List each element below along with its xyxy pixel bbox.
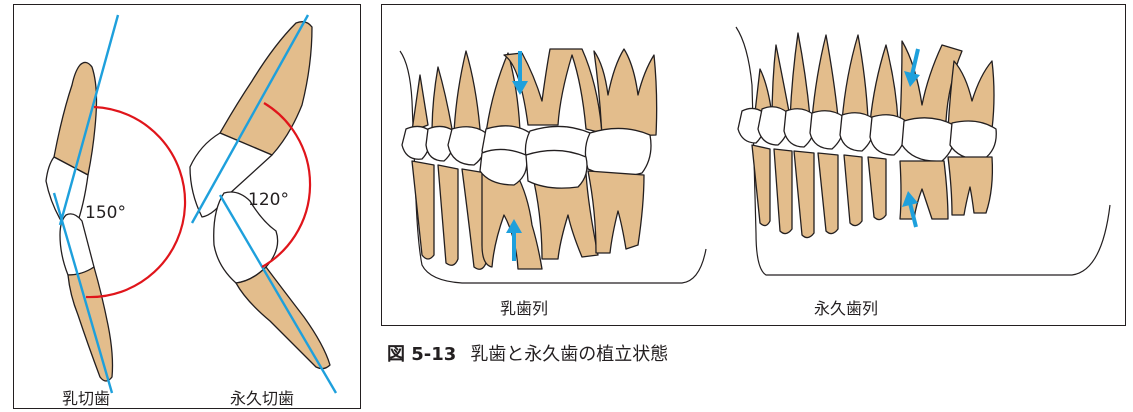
permanent-crown — [810, 111, 844, 149]
permanent-upper-tooth — [790, 33, 810, 119]
permanent-upper-tooth — [870, 45, 898, 123]
primary-upper-tooth — [432, 67, 452, 133]
permanent-upper-tooth — [812, 35, 838, 119]
permanent-crown — [840, 113, 874, 151]
primary-upper-tooth — [412, 75, 428, 131]
dentition-panel: 乳歯列 永久歯列 — [381, 4, 1126, 326]
permanent-dentition-label: 永久歯列 — [814, 295, 878, 319]
primary-incisor-label: 乳切歯 — [62, 385, 110, 409]
permanent-lower-axis-line — [220, 195, 336, 393]
permanent-crown — [902, 118, 955, 161]
permanent-lower-incisor-root — [236, 267, 330, 369]
primary-lower-tooth — [438, 165, 458, 265]
permanent-crown — [950, 121, 996, 159]
primary-upper-tooth — [454, 51, 480, 133]
permanent-upper-tooth — [842, 35, 868, 121]
permanent-lower-tooth — [774, 149, 792, 234]
permanent-lower-molar-root — [900, 161, 948, 219]
permanent-upper-molar-root — [948, 61, 994, 129]
primary-lower-molar-root — [588, 171, 644, 253]
incisor-diagram — [14, 5, 360, 408]
primary-upper-molar-root — [594, 49, 657, 137]
permanent-lower-tooth — [868, 157, 886, 220]
figure-number: 図 5-13 — [387, 344, 456, 365]
permanent-crown — [870, 115, 906, 155]
figure-caption: 図 5-13 乳歯と永久歯の植立状態 — [387, 340, 668, 366]
permanent-lower-molar-root — [948, 157, 992, 215]
primary-lower-incisor-crown — [60, 214, 94, 275]
permanent-lower-tooth — [818, 153, 838, 234]
permanent-lower-tooth — [844, 155, 862, 226]
permanent-lower-tooth — [794, 151, 814, 238]
permanent-angle-value: 120° — [248, 190, 289, 210]
permanent-incisor-label: 永久切歯 — [230, 385, 294, 409]
figure-title: 乳歯と永久歯の植立状態 — [470, 344, 668, 365]
primary-crown — [448, 127, 486, 165]
primary-lower-crown — [526, 150, 587, 188]
primary-lower-tooth — [412, 161, 434, 259]
primary-crown — [585, 128, 651, 176]
incisor-angle-panel: 150° 120° 乳切歯 永久切歯 — [13, 4, 361, 409]
primary-angle-value: 150° — [85, 203, 126, 223]
dentition-diagram — [382, 5, 1125, 325]
primary-dentition-label: 乳歯列 — [500, 295, 548, 319]
primary-lower-incisor-root — [68, 267, 113, 381]
